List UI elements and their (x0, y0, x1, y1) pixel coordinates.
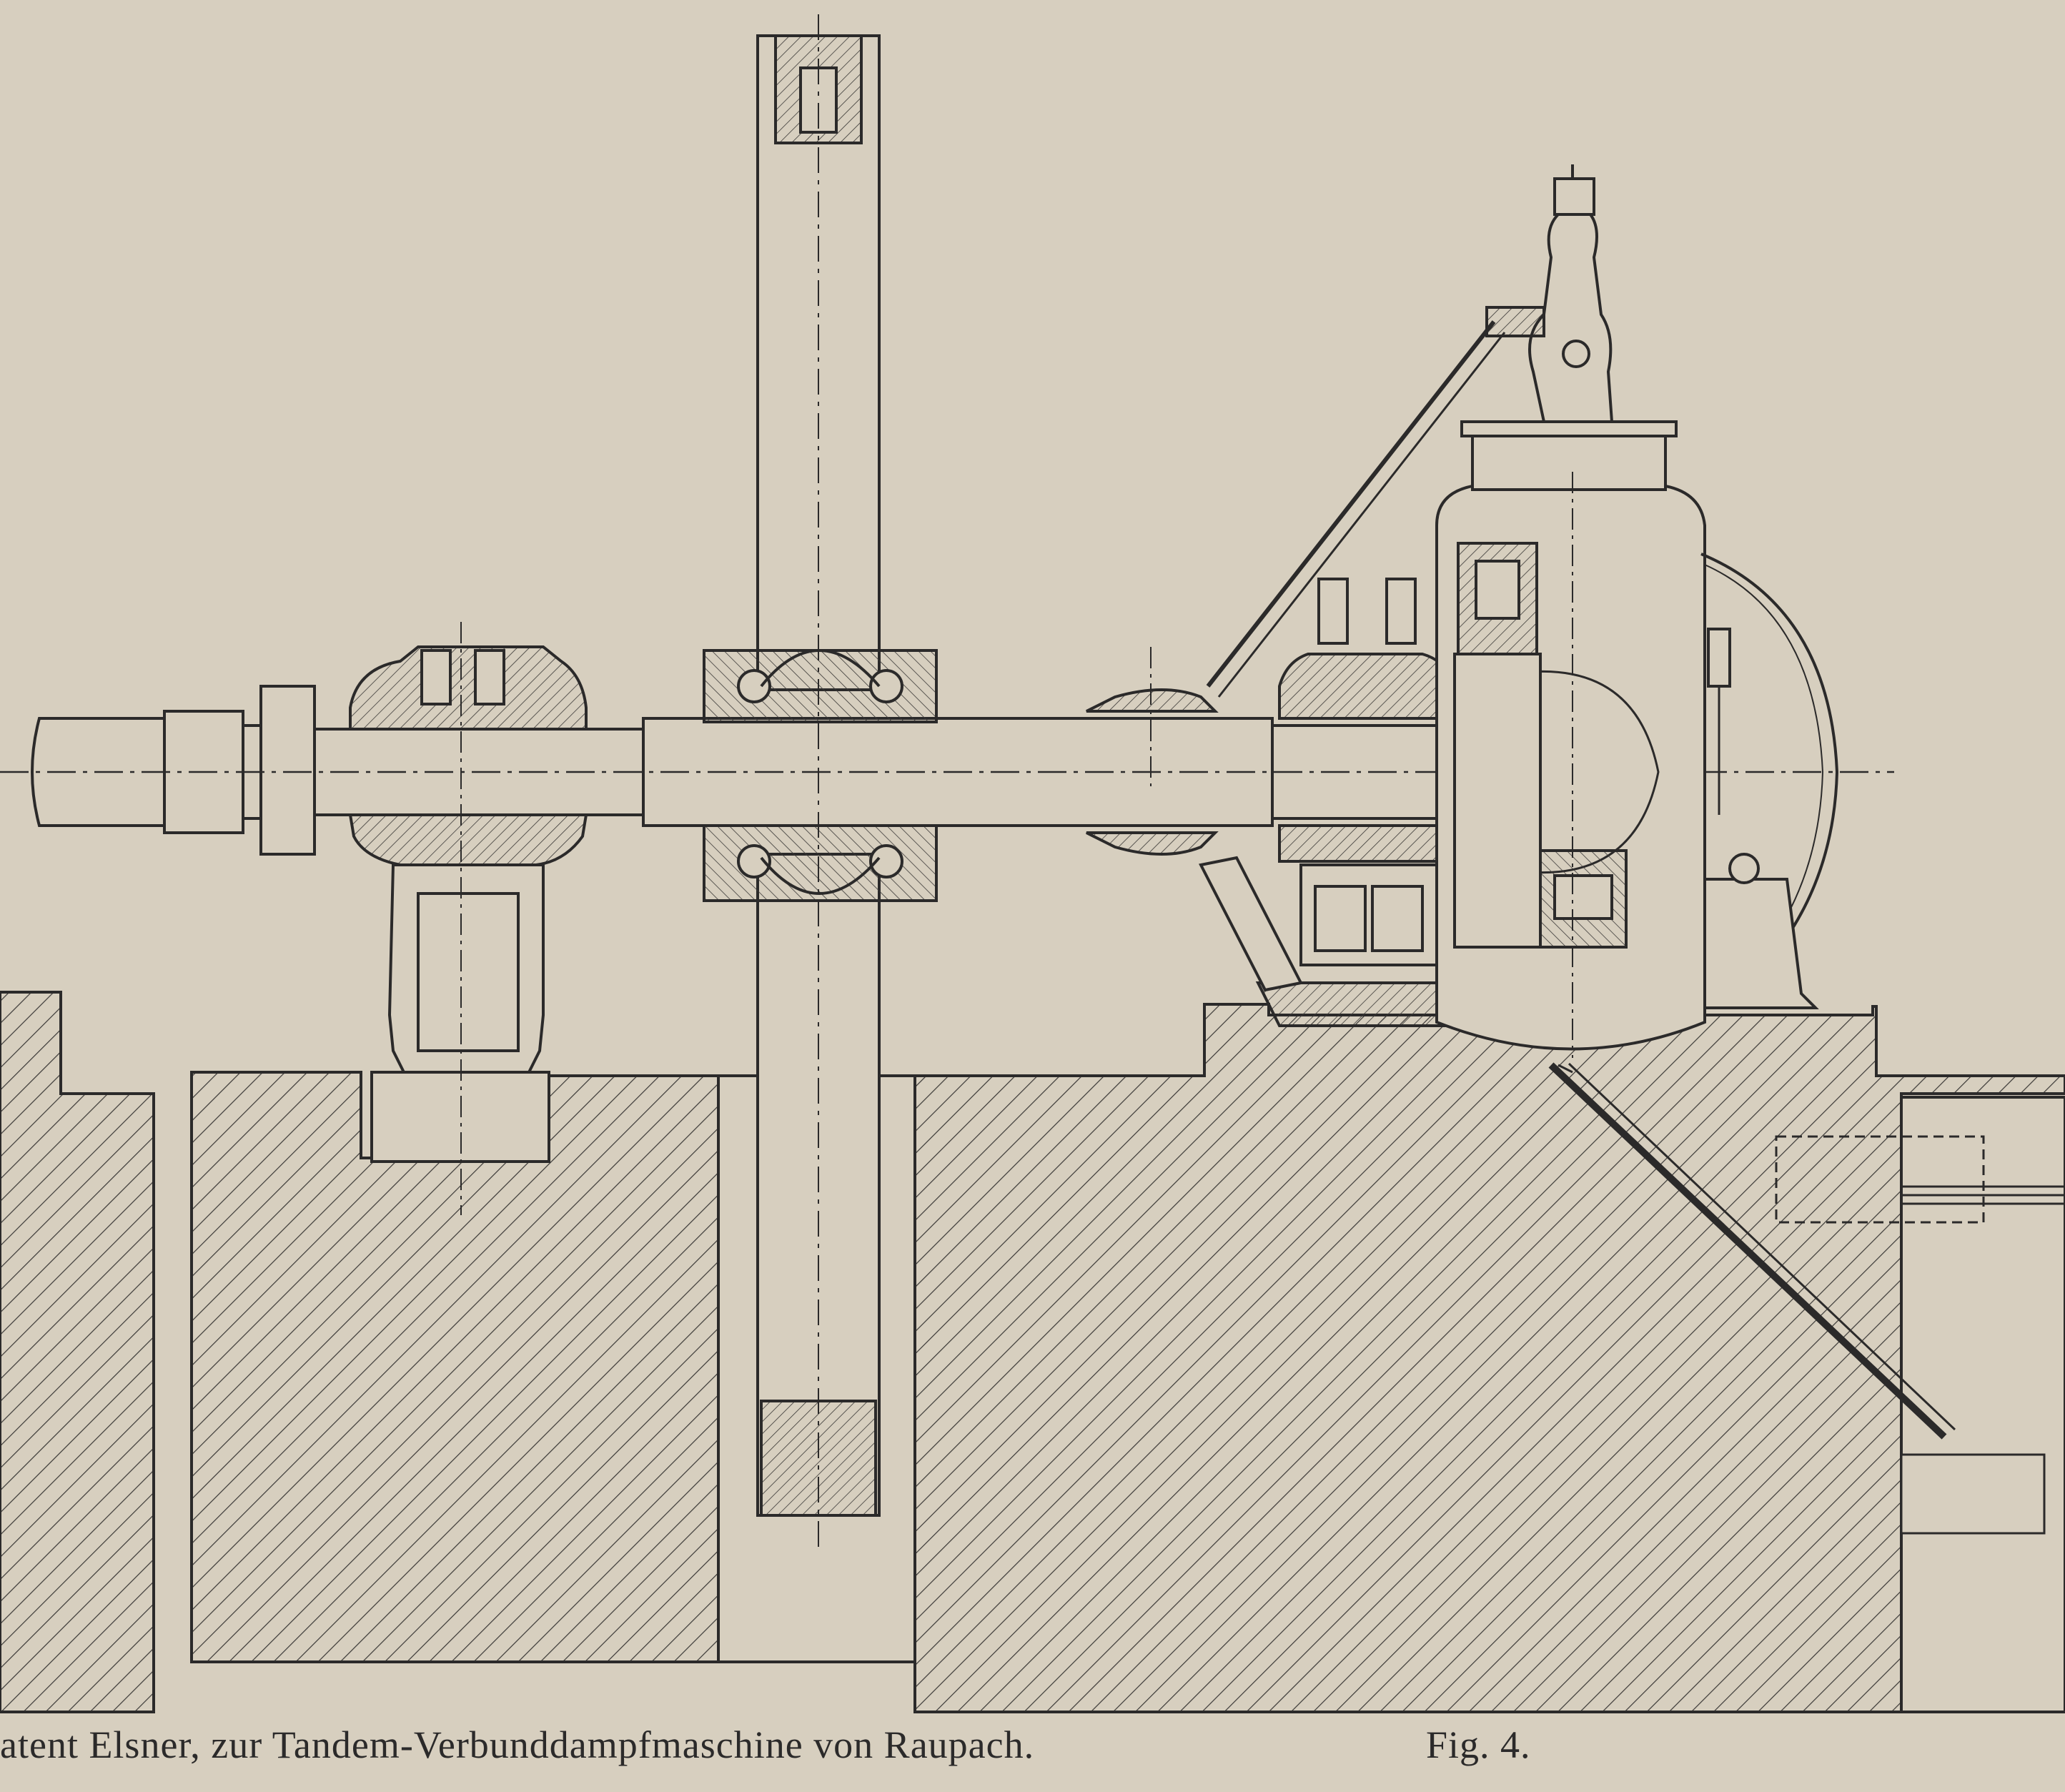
governor (1485, 164, 1614, 423)
foundation-right-block (913, 1003, 2065, 1713)
oil-cup (1707, 628, 1731, 688)
figure-caption: atent Elsner, zur Tandem-Verbunddampfmas… (0, 1723, 1035, 1766)
pulley-stand (1703, 878, 1819, 1009)
chamber-cap (1460, 420, 1678, 437)
foundation-right-details (1548, 1062, 2065, 1535)
side-pulley (1700, 553, 1839, 1009)
right-bearing-foot (1255, 981, 1456, 1027)
right-bearing-lower (1278, 824, 1456, 863)
bevel-gear (1086, 647, 1219, 856)
hub-curve-bottom (760, 856, 881, 895)
flywheel-hub (703, 649, 938, 902)
hub-bolt-3 (737, 844, 771, 878)
bevel-gear-lower (1086, 831, 1219, 856)
right-bearing-cap (1278, 653, 1456, 720)
crank-chamber (1435, 420, 1706, 1074)
right-bearing (1199, 578, 1456, 1027)
bearing-lower-shell (348, 813, 588, 866)
right-lubricator-2 (1385, 578, 1417, 645)
foundation-left-block (0, 991, 155, 1713)
side-block (1900, 1453, 2046, 1535)
hub-bolt-4 (869, 844, 903, 878)
strut (1199, 856, 1303, 992)
pedestal (387, 863, 545, 1074)
chamber-top (1471, 431, 1667, 491)
bearing-cap-bolt-1 (420, 649, 452, 706)
right-lubricator-1 (1317, 578, 1349, 645)
figure-label: Fig. 4. (1426, 1723, 1531, 1766)
governor-pivot (1562, 340, 1590, 368)
shaft-coupling (259, 685, 316, 856)
flywheel (703, 14, 938, 1551)
pulley-stand-nut (1728, 853, 1760, 884)
hub-bolt-2 (869, 669, 903, 703)
left-bearing (348, 622, 588, 1215)
governor-head (1553, 177, 1595, 216)
bearing-cap (349, 645, 588, 731)
governor-arm (1485, 306, 1545, 337)
foundation (0, 991, 2065, 1713)
hub-bolt-1 (737, 669, 771, 703)
crank-web-main (1453, 653, 1542, 949)
anchor-pocket (1775, 1135, 1985, 1224)
governor-rod (1206, 320, 1506, 698)
bearing-cap-bolt-2 (474, 649, 505, 706)
hub-curve-top (760, 649, 881, 688)
pedestal-inner (417, 892, 520, 1052)
